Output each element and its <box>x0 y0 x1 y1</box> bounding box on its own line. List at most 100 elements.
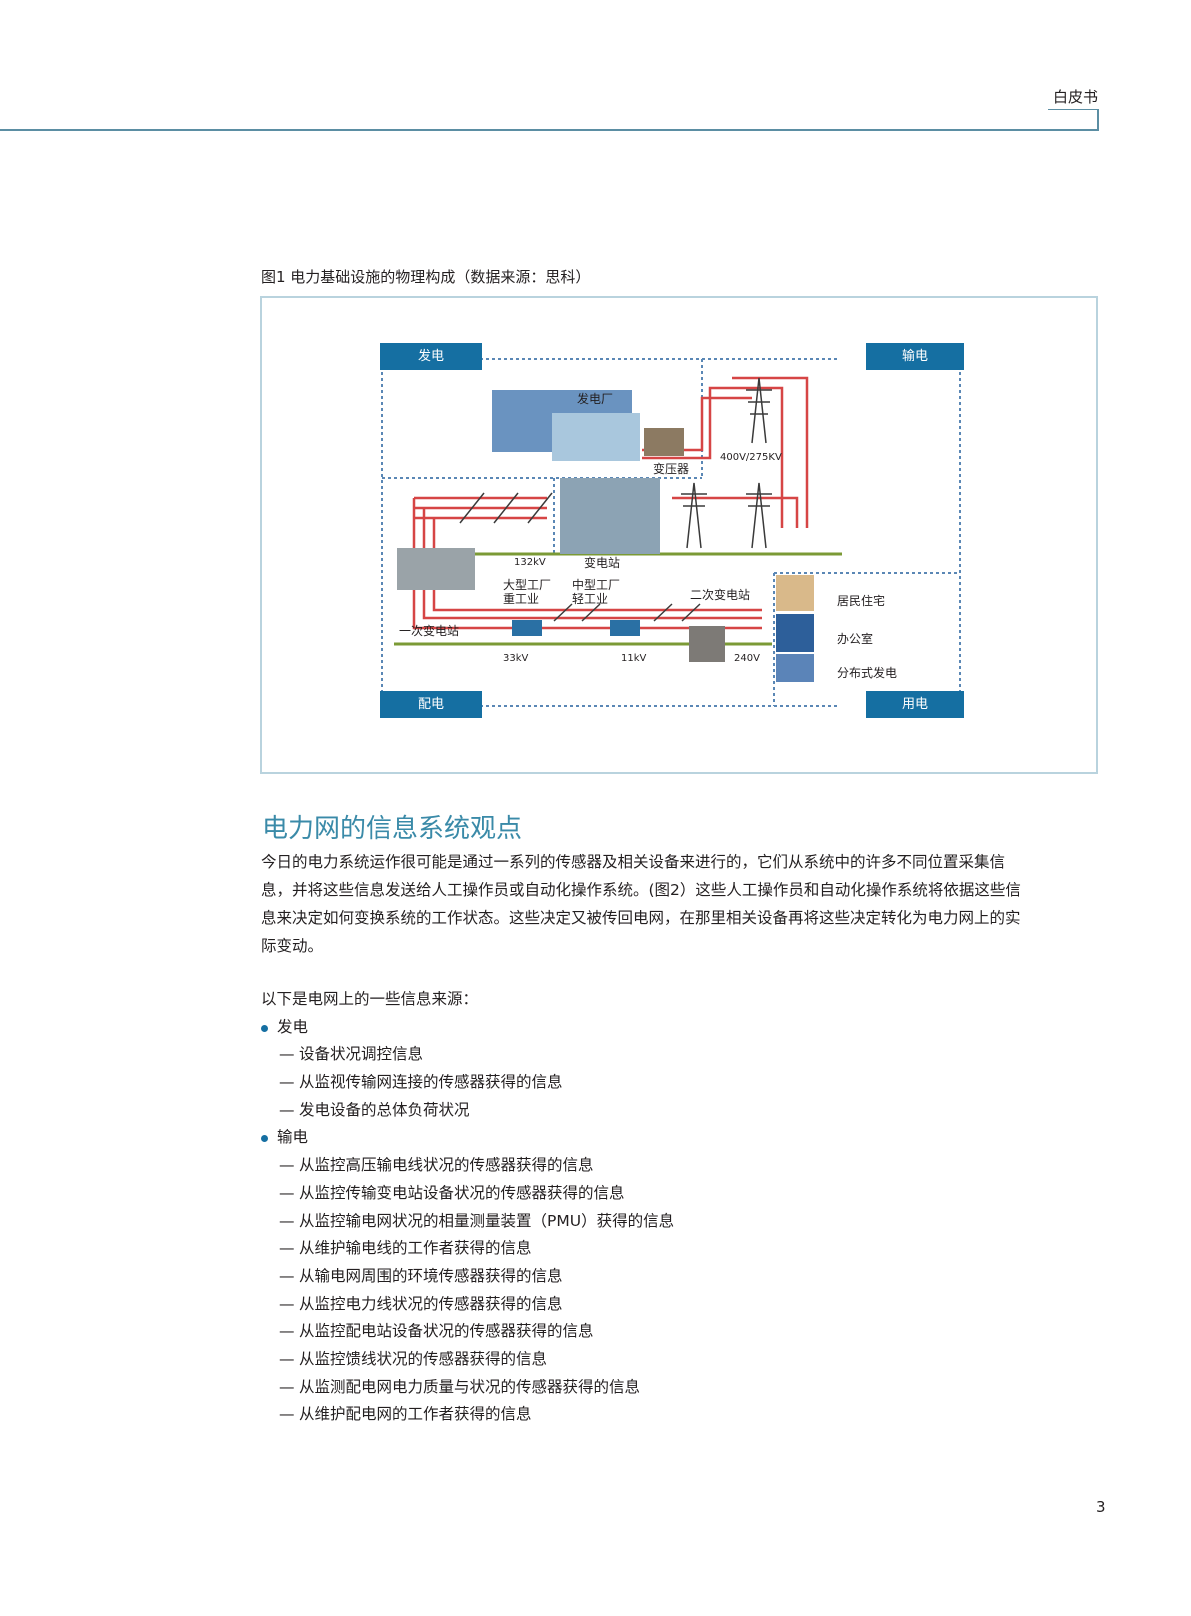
list-item-text: 从监控高压输电线状况的传感器获得的信息 <box>299 1156 594 1175</box>
dash-marker: — <box>279 1405 295 1424</box>
red-line-10 <box>732 376 809 528</box>
dash-marker: — <box>279 1322 295 1341</box>
tab-consumption: 用电 <box>866 691 964 718</box>
paragraph-line: 息来决定如何变换系统的工作状态。这些决定又被传回电网，在那里相关设备再将这些决定… <box>261 909 1021 927</box>
list-item-text: 从监控配电站设备状况的传感器获得的信息 <box>299 1322 594 1341</box>
pole-6 <box>653 603 673 622</box>
list-item: —从监控馈线状况的传感器获得的信息 <box>261 1346 547 1374</box>
dash-marker: — <box>279 1183 295 1202</box>
label-voltage-400: 400V/275KV <box>720 452 782 463</box>
list-item: —从监控高压输电线状况的传感器获得的信息 <box>261 1152 594 1180</box>
header-tick <box>1097 110 1099 131</box>
pole-2 <box>493 492 519 524</box>
paragraph-line: 息，并将这些信息发送给人工操作员或自动化操作系统。(图2）这些人工操作员和自动化… <box>261 881 1021 899</box>
list-item-text: 从监控馈线状况的传感器获得的信息 <box>299 1349 548 1368</box>
red-line-6 <box>412 498 762 630</box>
dash-marker: — <box>279 1349 295 1368</box>
list-item: —从监控输电网状况的相量测量装置（PMU）获得的信息 <box>261 1208 674 1236</box>
substation-photo <box>560 478 660 554</box>
bullet-icon <box>261 1024 268 1032</box>
label-large-factory: 大型工厂 <box>503 578 552 592</box>
document-type-label: 白皮书 <box>1053 88 1099 106</box>
body-paragraph: 今日的电力系统运作很可能是通过一系列的传感器及相关设备来进行的，它们从系统中的许… <box>261 848 1101 960</box>
pole-3 <box>527 492 553 524</box>
pole-7 <box>681 603 701 622</box>
list-item-text: 从输电网周围的环境传感器获得的信息 <box>299 1266 563 1285</box>
bullet-icon <box>261 1135 268 1143</box>
list-item: —发电设备的总体负荷状况 <box>261 1097 478 1125</box>
list-item-text: 设备状况调控信息 <box>299 1045 424 1064</box>
list-group-transmission: 输电 <box>261 1124 478 1152</box>
dash-marker: — <box>279 1073 295 1092</box>
dash-marker: — <box>279 1294 295 1313</box>
figure-caption: 图1 电力基础设施的物理构成（数据来源：思科） <box>261 268 591 286</box>
label-power-plant: 发电厂 <box>577 392 614 406</box>
red-line-7 <box>422 508 762 620</box>
list-item: —设备状况调控信息 <box>261 1041 478 1069</box>
info-source-list: 以下是电网上的一些信息来源： 发电 —设备状况调控信息 —从监视传输网连接的传感… <box>261 986 674 1429</box>
list-item: —从维护输电线的工作者获得的信息 <box>261 1235 532 1263</box>
list-item-text: 从监视传输网连接的传感器获得的信息 <box>299 1073 563 1092</box>
tab-distribution: 配电 <box>380 691 482 718</box>
label-light-industry: 轻工业 <box>572 592 609 606</box>
label-132kv: 132kV <box>514 557 546 568</box>
figure-frame: 发电 输电 配电 用电 发电厂 变压器 400V/275KV 132kV 变电站… <box>260 296 1098 774</box>
dash-marker: — <box>279 1045 295 1064</box>
list-item: —从监测配电网电力质量与状况的传感器获得的信息 <box>261 1374 640 1402</box>
list-item-text: 从监测配电网电力质量与状况的传感器获得的信息 <box>299 1377 641 1396</box>
tower-1 <box>746 377 772 444</box>
group-label: 发电 <box>277 1017 309 1036</box>
label-medium-factory: 中型工厂 <box>572 578 621 592</box>
label-heavy-industry: 重工业 <box>503 592 540 606</box>
list-item: —从监控配电站设备状况的传感器获得的信息 <box>261 1318 594 1346</box>
list-intro-text: 以下是电网上的一些信息来源： <box>261 990 479 1008</box>
label-distributed-generation: 分布式发电 <box>837 666 898 680</box>
label-11kv: 11kV <box>621 653 647 664</box>
dash-marker: — <box>279 1156 295 1175</box>
list-item: —从监控电力线状况的传感器获得的信息 <box>261 1291 563 1319</box>
header-rule <box>0 129 1099 131</box>
tab-transmission: 输电 <box>866 343 964 370</box>
list-intro: 以下是电网上的一些信息来源： <box>261 986 478 1014</box>
secondary-substation-photo <box>689 626 725 662</box>
residential-photo <box>776 575 814 611</box>
paragraph-line: 际变动。 <box>261 937 324 955</box>
list-item: —从输电网周围的环境传感器获得的信息 <box>261 1263 563 1291</box>
label-primary-substation: 一次变电站 <box>399 624 460 638</box>
list-item-text: 从监控输电网状况的相量测量装置（PMU）获得的信息 <box>299 1211 675 1230</box>
tower-3 <box>746 482 772 549</box>
primary-substation-photo <box>397 548 475 590</box>
pole-4 <box>553 603 573 622</box>
label-residential: 居民住宅 <box>837 594 886 608</box>
list-item-text: 从监控电力线状况的传感器获得的信息 <box>299 1294 563 1313</box>
list-item: —从监视传输网连接的传感器获得的信息 <box>261 1069 563 1097</box>
transformer-photo <box>644 428 684 456</box>
solar-photo <box>776 654 814 682</box>
label-transformer: 变压器 <box>653 462 690 476</box>
list-item-text: 发电设备的总体负荷状况 <box>299 1100 470 1119</box>
list-item-text: 从监控传输变电站设备状况的传感器获得的信息 <box>299 1183 625 1202</box>
transformer-box-2 <box>610 620 640 636</box>
transformer-box-1 <box>512 620 542 636</box>
section-title: 电力网的信息系统观点 <box>262 814 523 844</box>
paragraph-line: 今日的电力系统运作很可能是通过一系列的传感器及相关设备来进行的，它们从系统中的许… <box>261 853 1006 871</box>
red-line-9 <box>672 496 799 528</box>
group-label: 输电 <box>277 1128 309 1147</box>
label-secondary-substation: 二次变电站 <box>690 588 751 602</box>
dash-marker: — <box>279 1100 295 1119</box>
tab-generation: 发电 <box>380 343 482 370</box>
label-33kv: 33kV <box>503 653 529 664</box>
dash-marker: — <box>279 1211 295 1230</box>
dash-marker: — <box>279 1239 295 1258</box>
diagram-graphics <box>381 358 961 707</box>
label-substation: 变电站 <box>584 556 621 570</box>
pole-1 <box>459 492 485 524</box>
wind-farm-photo <box>552 413 640 461</box>
label-office: 办公室 <box>837 632 874 646</box>
dash-marker: — <box>279 1377 295 1396</box>
list-item: —从维护配电网的工作者获得的信息 <box>261 1401 532 1429</box>
list-item-text: 从维护输电线的工作者获得的信息 <box>299 1239 532 1258</box>
pole-5 <box>581 603 601 622</box>
header-underline <box>1048 109 1099 110</box>
office-photo <box>776 614 814 652</box>
